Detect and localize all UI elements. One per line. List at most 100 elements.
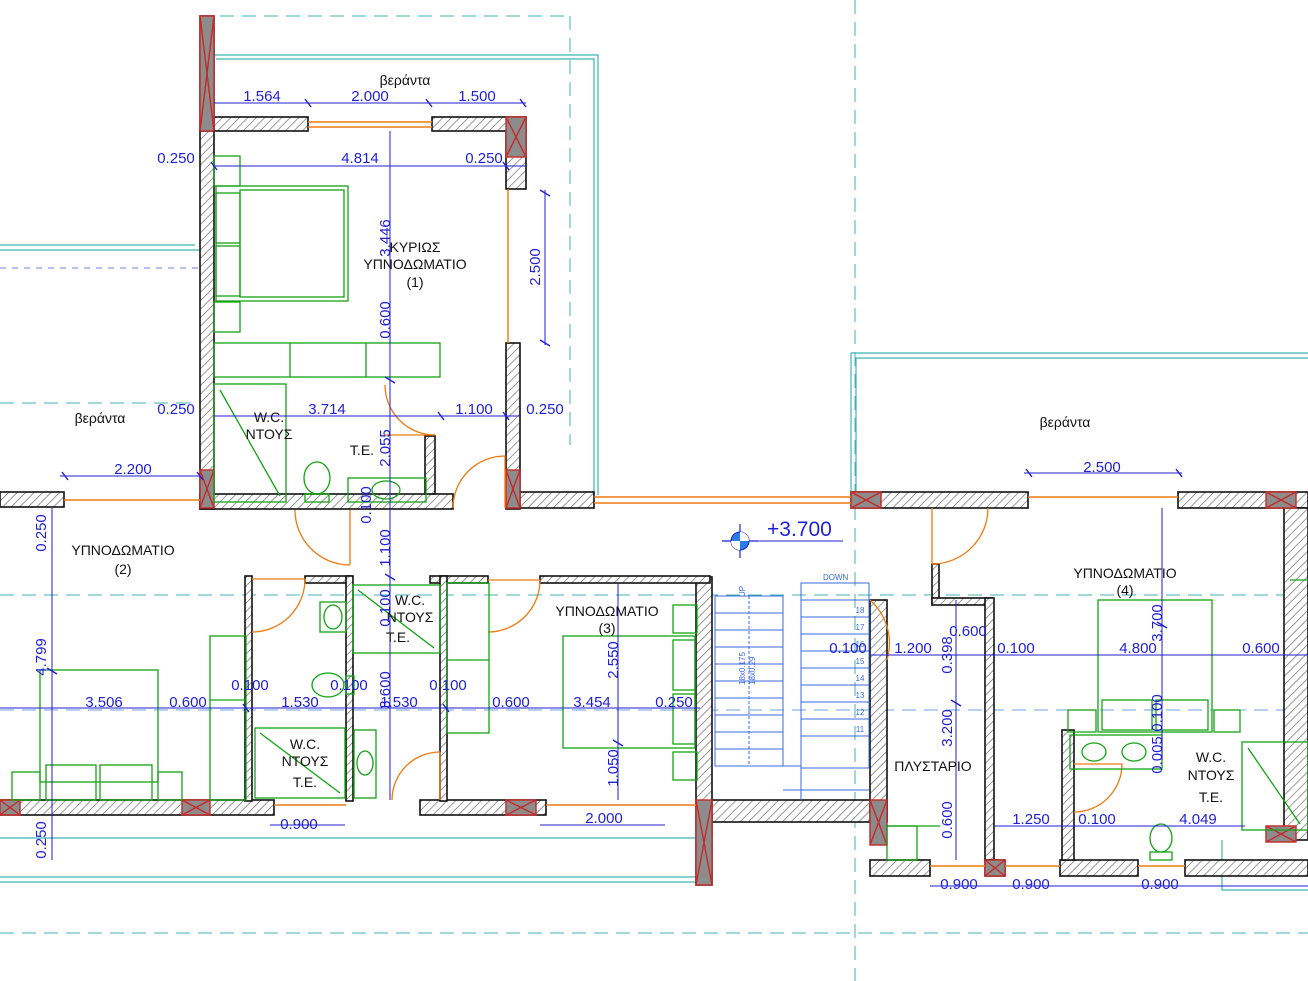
- dim-v-0398: 0.398: [939, 636, 956, 674]
- room-label-wc1-2: ΝΤΟΥΣ: [246, 426, 293, 442]
- dim-r-2500: 2.500: [1083, 459, 1121, 476]
- dim-top-1500: 1.500: [458, 88, 496, 105]
- dim-v-0250e: 0.250: [33, 514, 50, 552]
- room-label-veranda-top: βεράντα: [380, 72, 431, 88]
- dimension-lines: [0, 102, 1308, 887]
- room-label-veranda-right: βεράντα: [1040, 414, 1091, 430]
- stair-step-number: 13: [856, 691, 865, 700]
- doors: [251, 384, 1123, 813]
- dim-v-3600: 3.600: [377, 671, 394, 709]
- dim-v-1050: 1.050: [605, 749, 622, 787]
- room-label-wc2-2: ΝΤΟΥΣ: [387, 609, 434, 625]
- furniture: [11, 155, 1308, 861]
- dim-r-0100g: 0.100: [997, 640, 1035, 657]
- dim-top-2000: 2.000: [351, 88, 389, 105]
- stair-step-numbers: 18 17 16 15 14 13 12 11: [856, 606, 865, 734]
- room-label-te1: Τ.Ε.: [350, 442, 374, 458]
- dim-b-0900a: 0.900: [280, 816, 318, 833]
- room-label-wc2-1: W.C.: [395, 592, 425, 608]
- room-label-master-1: ΚΥΡΙΩΣ: [389, 239, 440, 255]
- dim-r-1530b: 1.530: [380, 694, 418, 711]
- room-labels: βεράντα βεράντα βεράντα ΚΥΡΙΩΣ ΥΠΝΟΔΩΜΑΤ…: [71, 72, 1234, 805]
- dim-top-1564: 1.564: [243, 88, 281, 105]
- dim-v-3200: 3.200: [939, 709, 956, 747]
- dim-r-0100c: 0.100: [231, 677, 269, 694]
- stair-step-number: 11: [856, 725, 865, 734]
- dimension-ticks: [46, 98, 1183, 747]
- dim-v-1100: 1.100: [377, 529, 394, 567]
- dim-v-3700: 3.700: [1149, 604, 1166, 642]
- dim-v-3446: 3.446: [377, 219, 394, 257]
- dim-v-4799: 4.799: [33, 638, 50, 676]
- dim-r-1530a: 1.530: [281, 694, 319, 711]
- dim-v-2550: 2.550: [605, 641, 622, 679]
- stairs-tread-label: 18x0.29: [748, 656, 757, 685]
- dim-m-0250c: 0.250: [157, 401, 195, 418]
- dim-v-0100a: 0.100: [358, 486, 375, 524]
- dim-r-4800: 4.800: [1119, 640, 1157, 657]
- room-label-corridor: ΠΛΥΣΤΑΡΙΟ: [894, 758, 971, 774]
- dim-m-0250b: 0.250: [465, 150, 503, 167]
- columns: [0, 15, 1297, 886]
- dim-r-1250: 1.250: [1012, 811, 1050, 828]
- dim-r-3454: 3.454: [573, 694, 611, 711]
- veranda-outlines: [0, 54, 1308, 891]
- windows: [64, 121, 1185, 867]
- dim-v-0600a: 0.600: [377, 301, 394, 339]
- stair-step-number: 14: [856, 674, 865, 683]
- dimension-text-vertical: 3.446 2.500 0.600 2.055 0.100 1.100 0.25…: [33, 219, 1166, 859]
- dim-m-1100: 1.100: [455, 401, 493, 418]
- room-label-wc4-3: Τ.Ε.: [1199, 789, 1223, 805]
- dim-r-0600c: 0.600: [492, 694, 530, 711]
- dim-v-0005: 0.005: [1149, 736, 1166, 774]
- dim-v-0100b: 0.100: [377, 589, 394, 627]
- dim-b-2000: 2.000: [585, 810, 623, 827]
- stairs: [714, 582, 870, 800]
- stairs-riser-label: 18x0.175: [738, 652, 747, 685]
- room-label-master-2: ΥΠΝΟΔΩΜΑΤΙΟ: [363, 256, 466, 272]
- room-label-bed4-1: ΥΠΝΟΔΩΜΑΤΙΟ: [1073, 565, 1176, 581]
- stair-step-number: 17: [856, 623, 865, 632]
- dim-m-0250d: 0.250: [526, 401, 564, 418]
- level-marker-icon: [722, 524, 843, 558]
- dim-r-3506: 3.506: [85, 694, 123, 711]
- dim-r-0600d: 0.600: [949, 623, 987, 640]
- stair-step-number: 15: [856, 657, 865, 666]
- dim-r-1200: 1.200: [894, 640, 932, 657]
- dim-b-0900d: 0.900: [1141, 876, 1179, 893]
- room-label-master-3: (1): [406, 274, 423, 290]
- dim-v-0250g: 0.250: [33, 821, 50, 859]
- stairs-up-label: UP: [738, 586, 747, 597]
- room-label-wc3-3: Τ.Ε.: [293, 774, 317, 790]
- dim-r-0100f: 0.100: [829, 640, 867, 657]
- stairs-down-label: DOWN: [823, 573, 849, 582]
- dim-m-4814: 4.814: [341, 150, 379, 167]
- dim-r-4049: 4.049: [1179, 811, 1217, 828]
- room-label-bed2-2: (2): [114, 561, 131, 577]
- dim-b-0900c: 0.900: [1012, 876, 1050, 893]
- dim-r-0250f: 0.250: [655, 694, 693, 711]
- stair-step-number: 18: [856, 606, 865, 615]
- room-label-bed2-1: ΥΠΝΟΔΩΜΑΤΙΟ: [71, 542, 174, 558]
- stair-step-number: 16: [856, 640, 865, 649]
- dim-b-0900b: 0.900: [940, 876, 978, 893]
- room-label-wc4-1: W.C.: [1196, 749, 1226, 765]
- dim-m-3714: 3.714: [308, 401, 346, 418]
- dim-v-0100h: 0.100: [1149, 694, 1166, 732]
- room-label-wc2-3: Τ.Ε.: [386, 629, 410, 645]
- room-label-wc1-1: W.C.: [254, 409, 284, 425]
- dim-l-2200: 2.200: [114, 461, 152, 478]
- room-label-wc3-1: W.C.: [290, 736, 320, 752]
- room-label-wc4-2: ΝΤΟΥΣ: [1188, 767, 1235, 783]
- dim-v-2055: 2.055: [377, 429, 394, 467]
- dim-r-0100i: 0.100: [1078, 811, 1116, 828]
- room-label-bed4-2: (4): [1116, 582, 1133, 598]
- room-label-veranda-left: βεράντα: [75, 410, 126, 426]
- stair-step-number: 12: [856, 708, 865, 717]
- dim-r-0100e: 0.100: [429, 677, 467, 694]
- dim-r-0600e: 0.600: [1242, 640, 1280, 657]
- dimension-text: 1.564 2.000 1.500 0.250 4.814 0.250 0.25…: [85, 88, 1280, 893]
- room-label-bed3-1: ΥΠΝΟΔΩΜΑΤΙΟ: [555, 603, 658, 619]
- dim-v-2500: 2.500: [527, 248, 544, 286]
